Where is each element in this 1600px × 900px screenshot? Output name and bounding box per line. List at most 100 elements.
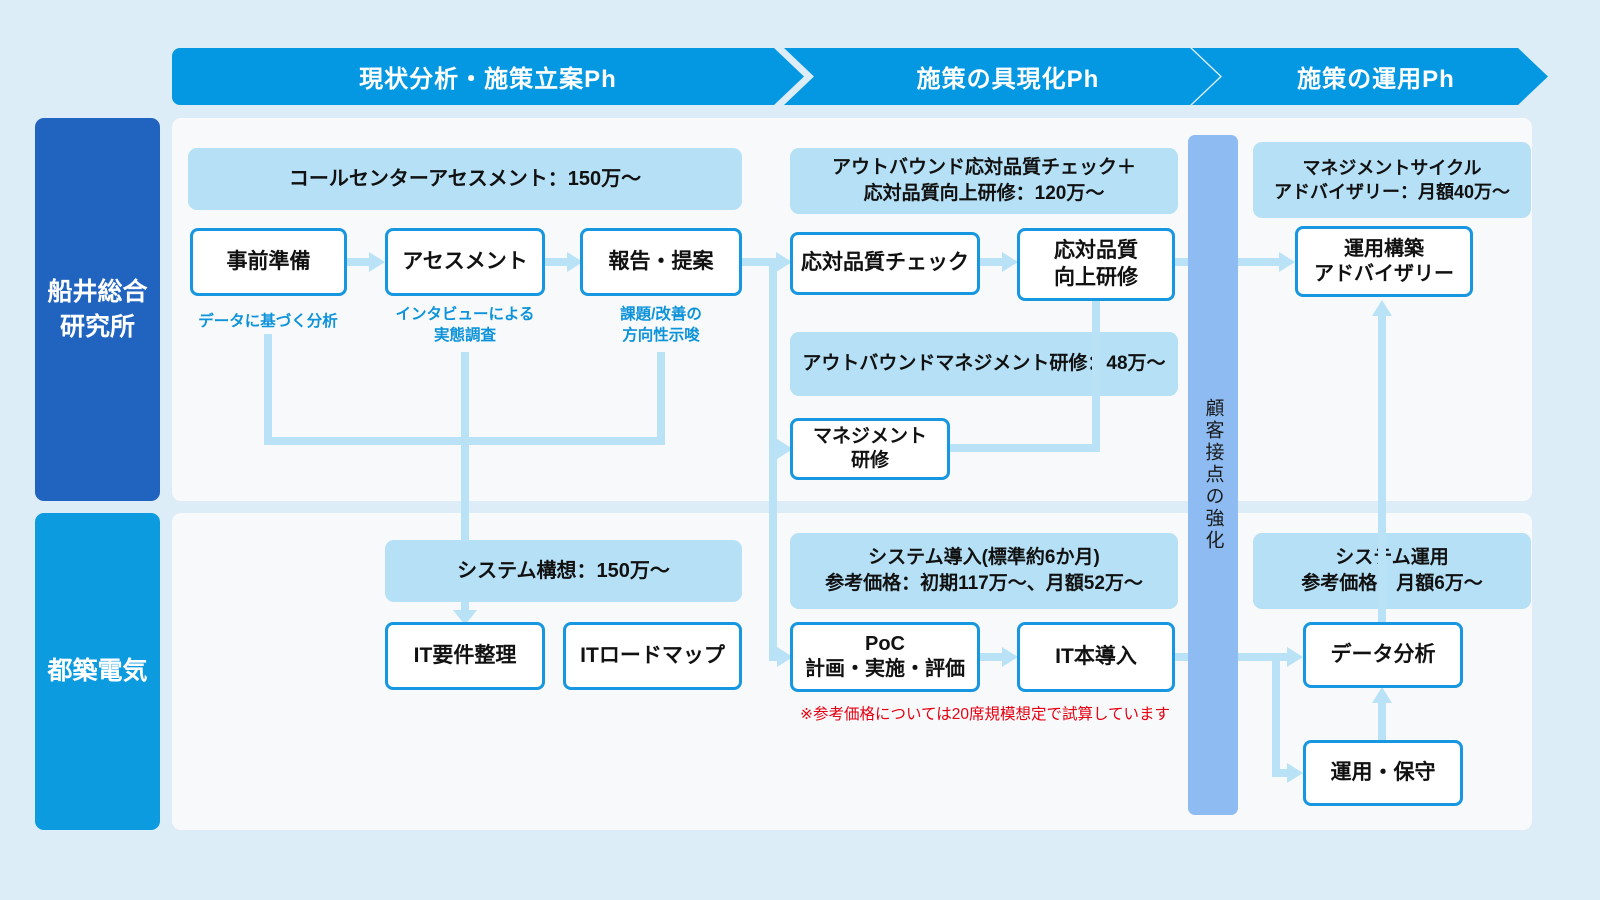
banner-text: 応対品質向上研修：120万～ — [863, 183, 1105, 204]
arrowhead — [1372, 687, 1392, 703]
box-text: 事前準備 — [226, 249, 311, 273]
banner-text: システム導入(標準約6か月) — [868, 547, 1100, 569]
price-footnote: ※参考価格については20席規模想定で試算しています — [800, 706, 1170, 723]
box-text: 応対品質 — [1054, 239, 1138, 263]
caption-report: 課題/改善の 方向性示唆 — [571, 305, 751, 347]
box-text: アドバイザリー — [1314, 262, 1454, 285]
box-text: 運用構築 — [1344, 237, 1424, 260]
box-assessment: アセスメント — [385, 228, 545, 296]
customer-contact-bar-label: 顧客接点の強化 — [1202, 398, 1224, 552]
lane-label-funai: 船井総合 研究所 — [35, 118, 160, 501]
box-text: IT要件整理 — [413, 643, 517, 667]
caption-line: インタビューによる — [395, 306, 535, 323]
box-it-requirements: IT要件整理 — [385, 622, 545, 690]
caption-line: 実態調査 — [433, 326, 496, 344]
connector-deploy-opsmaint — [1272, 769, 1293, 777]
banner-outbound-quality: アウトバウンド応対品質チェック＋ 応対品質向上研修：120万～ — [790, 148, 1178, 214]
connector-concept-itreq — [461, 602, 469, 612]
box-ops-advisory: 運用構築 アドバイザリー — [1295, 226, 1473, 297]
connector-branch-mgmt — [769, 445, 781, 453]
arrowhead — [453, 610, 477, 625]
caption-assessment: インタビューによる 実態調査 — [375, 305, 555, 347]
phase-header-label: 施策の運用Ph — [1297, 66, 1455, 93]
box-quality-training: 応対品質 向上研修 — [1017, 228, 1175, 301]
caption-prep: データに基づく分析 — [178, 312, 358, 333]
lane-label-tsuzuki: 都築電気 — [35, 513, 160, 830]
arrowhead — [1372, 300, 1392, 316]
arrowhead — [369, 252, 385, 272]
connector-training-elbow-v — [1092, 300, 1100, 452]
phase-header-analysis: 現状分析・施策立案Ph — [172, 48, 804, 105]
lane-label-line: 研究所 — [59, 312, 135, 341]
box-text: ITロードマップ — [580, 643, 725, 667]
box-it-roadmap: ITロードマップ — [563, 622, 742, 690]
box-ops-maintenance: 運用・保守 — [1303, 740, 1463, 806]
box-quality-check: 応対品質チェック — [790, 232, 980, 295]
box-it-deploy: IT本導入 — [1017, 622, 1175, 692]
arrowhead — [1279, 252, 1295, 272]
arrowhead — [1287, 763, 1303, 783]
connector-drop-prep — [264, 334, 272, 445]
box-text: 研修 — [850, 450, 889, 471]
box-text: アセスメント — [402, 249, 528, 273]
banner-text: マネジメントサイクル — [1302, 157, 1482, 178]
phase-header-operation: 施策の運用Ph — [1192, 48, 1548, 105]
arrowhead — [1002, 647, 1018, 667]
banner-callcenter-assessment: コールセンターアセスメント：150万～ — [188, 148, 742, 210]
connector-opsmaint-dataanalysis — [1378, 701, 1386, 740]
arrowhead — [1002, 252, 1018, 272]
banner-mgmt-cycle: マネジメントサイクル アドバイザリー：月額40万～ — [1253, 142, 1531, 218]
connector-collector — [264, 437, 665, 445]
caption-line: 課題/改善の — [620, 306, 702, 323]
arrowhead — [777, 439, 793, 459]
connector-assessment-report — [545, 258, 571, 266]
connector-deploy-branch-v — [1272, 657, 1280, 777]
arrowhead — [777, 647, 793, 667]
box-text: 計画・実施・評価 — [805, 658, 965, 680]
connector-prep-assessment — [347, 258, 373, 266]
box-text: 運用・保守 — [1330, 760, 1436, 784]
box-text: 応対品質チェック — [801, 251, 969, 275]
banner-text: アウトバウンド応対品質チェック＋ — [831, 157, 1136, 179]
box-data-analysis: データ分析 — [1303, 622, 1463, 688]
connector-qualitycheck-training — [980, 258, 1006, 266]
box-text: 報告・提案 — [608, 249, 714, 273]
banner-system-ops: システム運用 参考価格：月額6万～ — [1253, 533, 1531, 609]
connector-branch-vertical — [769, 258, 777, 661]
arrowhead — [567, 252, 583, 272]
lane-label-line: 船井総合 — [47, 277, 148, 306]
banner-text: アウトバウンドマネジメント研修：48万～ — [802, 353, 1166, 375]
phase-header-realization: 施策の具現化Ph — [784, 48, 1220, 105]
lane-label-line: 都築電気 — [47, 657, 148, 685]
box-preparation: 事前準備 — [190, 228, 347, 296]
banner-text: 参考価格：月額6万～ — [1301, 573, 1483, 594]
box-text: PoC — [865, 633, 905, 655]
banner-text: システム運用 — [1335, 547, 1449, 569]
connector-branch-poc — [769, 653, 781, 661]
connector-poc-deploy — [980, 653, 1006, 661]
banner-outbound-mgmt: アウトバウンドマネジメント研修：48万～ — [790, 332, 1178, 396]
phase-header-label: 現状分析・施策立案Ph — [359, 66, 617, 93]
banner-text: 参考価格：初期117万～、月額52万～ — [825, 573, 1143, 594]
connector-drop-assessment — [461, 352, 469, 542]
banner-system-concept: システム構想：150万～ — [385, 540, 742, 602]
box-text: データ分析 — [1330, 642, 1436, 666]
box-text: 向上研修 — [1054, 265, 1138, 289]
box-poc: PoC 計画・実施・評価 — [790, 622, 980, 692]
connector-dataanalysis-advisory — [1378, 314, 1386, 622]
caption-line: データに基づく分析 — [198, 313, 338, 330]
banner-text: アドバイザリー：月額40万～ — [1273, 182, 1511, 202]
banner-text: コールセンターアセスメント：150万～ — [288, 167, 642, 190]
box-text: マネジメント — [812, 426, 927, 448]
connector-report-qualitycheck — [742, 258, 782, 266]
banner-text: システム構想：150万～ — [457, 559, 670, 582]
box-text: IT本導入 — [1055, 644, 1137, 668]
box-mgmt-training: マネジメント 研修 — [790, 418, 950, 480]
connector-drop-report — [657, 352, 665, 445]
caption-line: 方向性示唆 — [622, 326, 700, 344]
arrowhead — [1287, 647, 1303, 667]
connector-training-elbow-h — [950, 444, 1100, 452]
phase-header-label: 施策の具現化Ph — [916, 66, 1100, 93]
customer-contact-bar: 顧客接点の強化 — [1188, 135, 1238, 815]
